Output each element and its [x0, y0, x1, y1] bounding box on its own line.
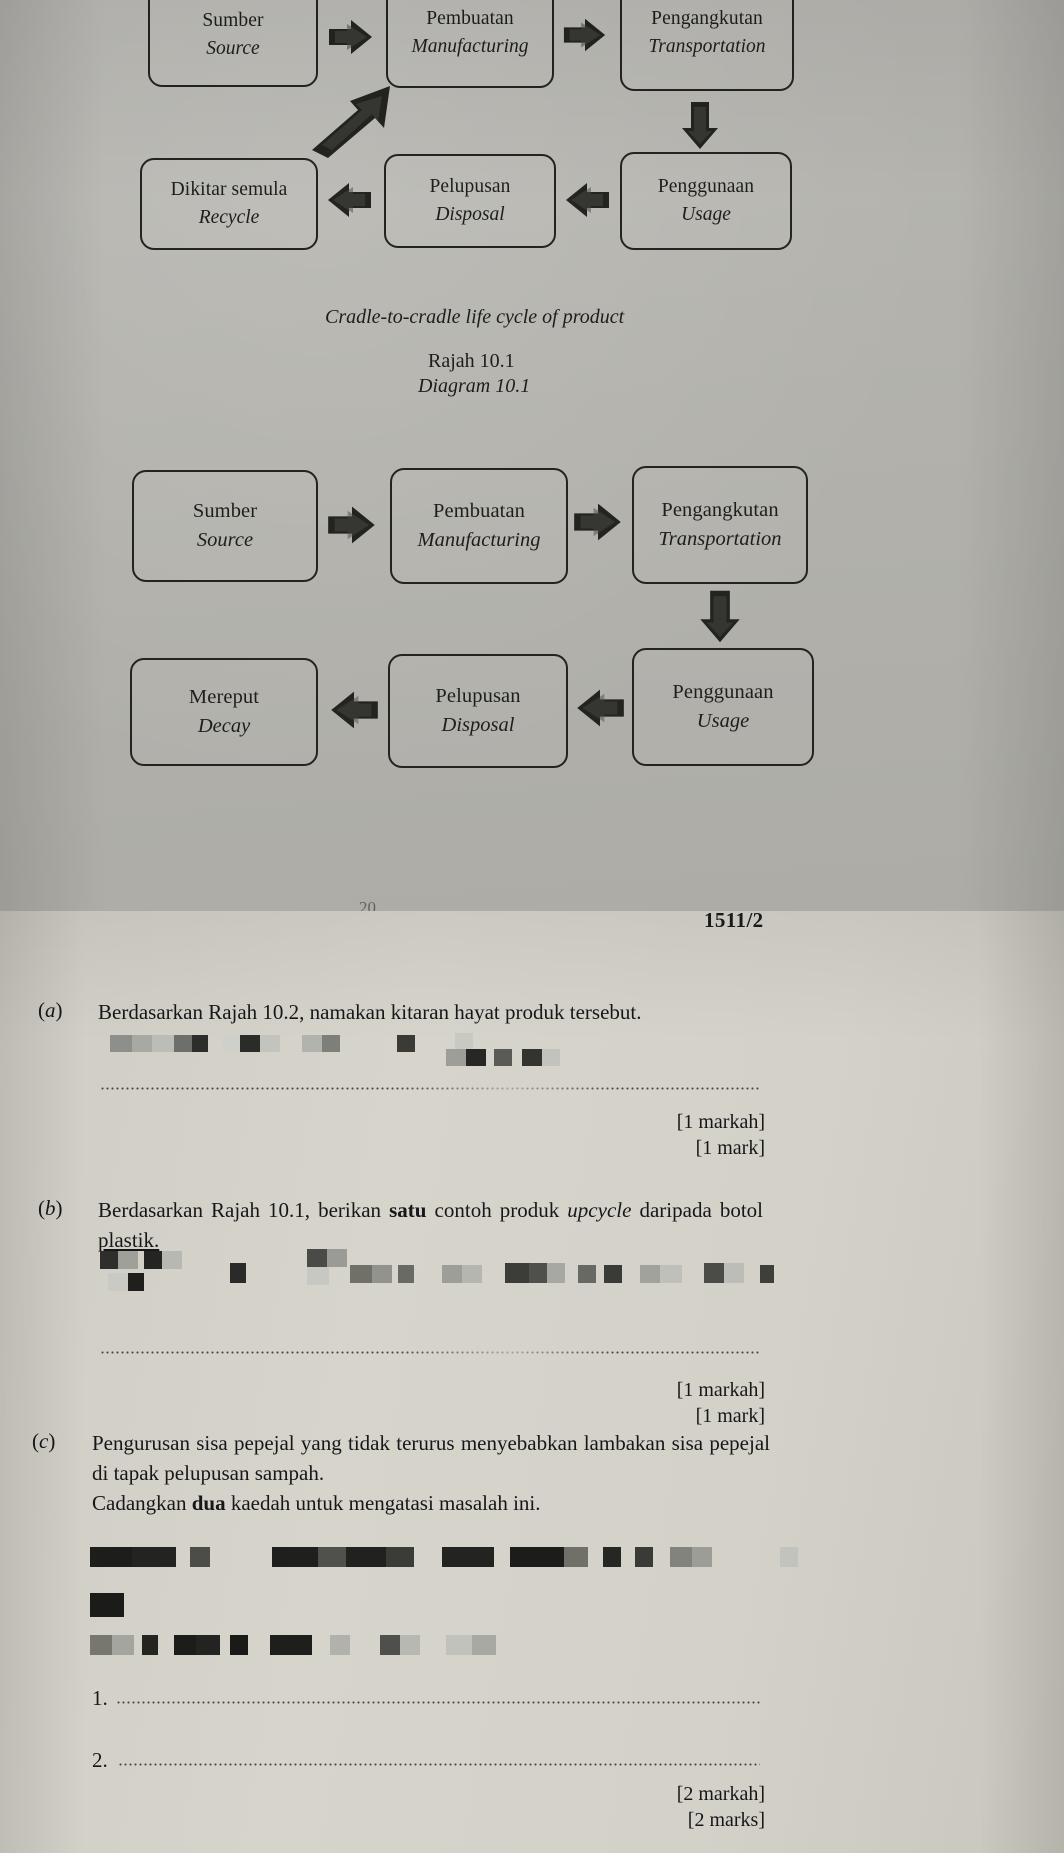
diagram1-box-dikitar-semula-en: Recycle [198, 207, 260, 228]
marks-c-ms: [2 markah] [676, 1783, 765, 1805]
diagram2-box-penggunaan-ms: Penggunaan [672, 680, 774, 703]
redaction-block-a [110, 1033, 560, 1066]
diagram1-arrow-down [679, 100, 721, 152]
diagram1-box-penggunaan: Penggunaan Usage [620, 152, 792, 250]
diagram1-arrow-right-2 [562, 15, 608, 55]
diagram1-caption: Cradle-to-cradle life cycle of product [325, 306, 625, 328]
diagram1-arrow-left-1 [563, 180, 611, 220]
diagram2-box-pelupusan-en: Disposal [441, 714, 515, 736]
diagram2-arrow-right-1 [326, 503, 378, 547]
question-c-text: Pengurusan sisa pepejal yang tidak terur… [92, 1431, 770, 1515]
diagram1-box-pembuatan-ms: Pembuatan [426, 8, 514, 30]
paper-code: 1511/2 [704, 911, 764, 932]
diagram1-box-dikitar-semula: Dikitar semula Recycle [140, 158, 318, 250]
answer-line-a[interactable] [100, 1087, 760, 1090]
diagram2-box-pembuatan-ms: Pembuatan [433, 499, 525, 522]
diagram2-box-pengangkutan-en: Transportation [658, 528, 782, 550]
diagram1-box-sumber-ms: Sumber [202, 9, 264, 31]
marks-b-en: [1 mark] [695, 1405, 765, 1427]
diagram2-box-sumber-en: Source [196, 529, 254, 551]
diagram1-box-penggunaan-en: Usage [681, 204, 731, 225]
question-b-label: (b) [38, 1196, 63, 1220]
diagram2-box-pengangkutan: Pengangkutan Transportation [632, 466, 808, 584]
diagram2-box-penggunaan: Penggunaan Usage [632, 648, 814, 766]
diagram2-box-sumber-ms: Sumber [192, 499, 258, 522]
question-b-text: Berdasarkan Rajah 10.1, berikan satu con… [98, 1198, 763, 1252]
diagram2-box-sumber: Sumber Source [132, 470, 318, 582]
answer-number-1: 1. [92, 1686, 108, 1710]
diagram2-box-penggunaan-en: Usage [696, 710, 750, 732]
diagram1-box-pembuatan-en: Manufacturing [411, 36, 529, 57]
diagram1-box-pengangkutan: Pengangkutan Transportation [620, 0, 794, 91]
diagram2-box-pelupusan-ms: Pelupusan [435, 684, 521, 707]
diagram1-box-pelupusan-en: Disposal [435, 204, 505, 225]
diagram1-box-pembuatan: Pembuatan Manufacturing [386, 0, 554, 88]
diagram2-box-pembuatan-en: Manufacturing [417, 529, 541, 551]
diagram1-box-pelupusan-ms: Pelupusan [429, 176, 511, 198]
diagram1-box-pelupusan: Pelupusan Disposal [384, 154, 556, 248]
answer-line-b[interactable] [100, 1351, 760, 1354]
answer-number-2: 2. [92, 1748, 108, 1772]
diagram2-box-mereput-ms: Mereput [188, 685, 260, 708]
diagram1-arrow-right-1 [327, 17, 375, 57]
question-c-label: (c) [32, 1429, 56, 1453]
diagram2-arrow-left-1 [574, 686, 626, 730]
diagram2-box-pembuatan: Pembuatan Manufacturing [390, 468, 568, 584]
page-number-fragment: 20 [359, 898, 376, 911]
diagram1-box-pengangkutan-ms: Pengangkutan [651, 7, 763, 29]
diagram2-box-mereput: Mereput Decay [130, 658, 318, 766]
diagram1-label-en: Diagram 10.1 [418, 375, 531, 397]
marks-c-en: [2 marks] [687, 1809, 765, 1831]
question-a-label: (a) [38, 998, 63, 1022]
redaction-block-b [100, 1249, 774, 1303]
diagram2-arrow-down [697, 588, 743, 646]
textbook-photo-region: Sumber Source Pembuatan Manufacturing Pe… [0, 0, 1064, 911]
diagram1-box-penggunaan-ms: Penggunaan [657, 176, 755, 198]
diagram2-arrow-right-2 [572, 500, 624, 544]
diagram1-box-sumber: Sumber Source [148, 0, 318, 87]
diagram1-arrow-left-2 [325, 180, 373, 220]
diagram2-box-pengangkutan-ms: Pengangkutan [661, 498, 779, 521]
redaction-block-c [90, 1547, 798, 1655]
answer-line-c-2[interactable] [118, 1763, 760, 1766]
diagram1-label-ms: Rajah 10.1 [428, 350, 515, 372]
diagram1-box-pengangkutan-en: Transportation [648, 35, 766, 57]
answer-line-c-1[interactable] [116, 1701, 760, 1704]
diagram2-arrow-left-2 [328, 688, 380, 732]
diagram2-box-mereput-en: Decay [197, 715, 251, 737]
marks-a-en: [1 mark] [695, 1137, 765, 1159]
diagram1-box-sumber-en: Source [206, 37, 260, 59]
marks-a-ms: [1 markah] [676, 1111, 765, 1133]
diagram1-arrow-diagonal-up-right [306, 80, 406, 158]
diagram1-box-dikitar-semula-ms: Dikitar semula [170, 179, 288, 201]
diagram2-box-pelupusan: Pelupusan Disposal [388, 654, 568, 768]
question-a-text: Berdasarkan Rajah 10.2, namakan kitaran … [98, 1000, 642, 1024]
marks-b-ms: [1 markah] [676, 1379, 765, 1401]
question-sheet-region: 1511/2 (a) Berdasarkan Rajah 10.2, namak… [0, 911, 1064, 1853]
